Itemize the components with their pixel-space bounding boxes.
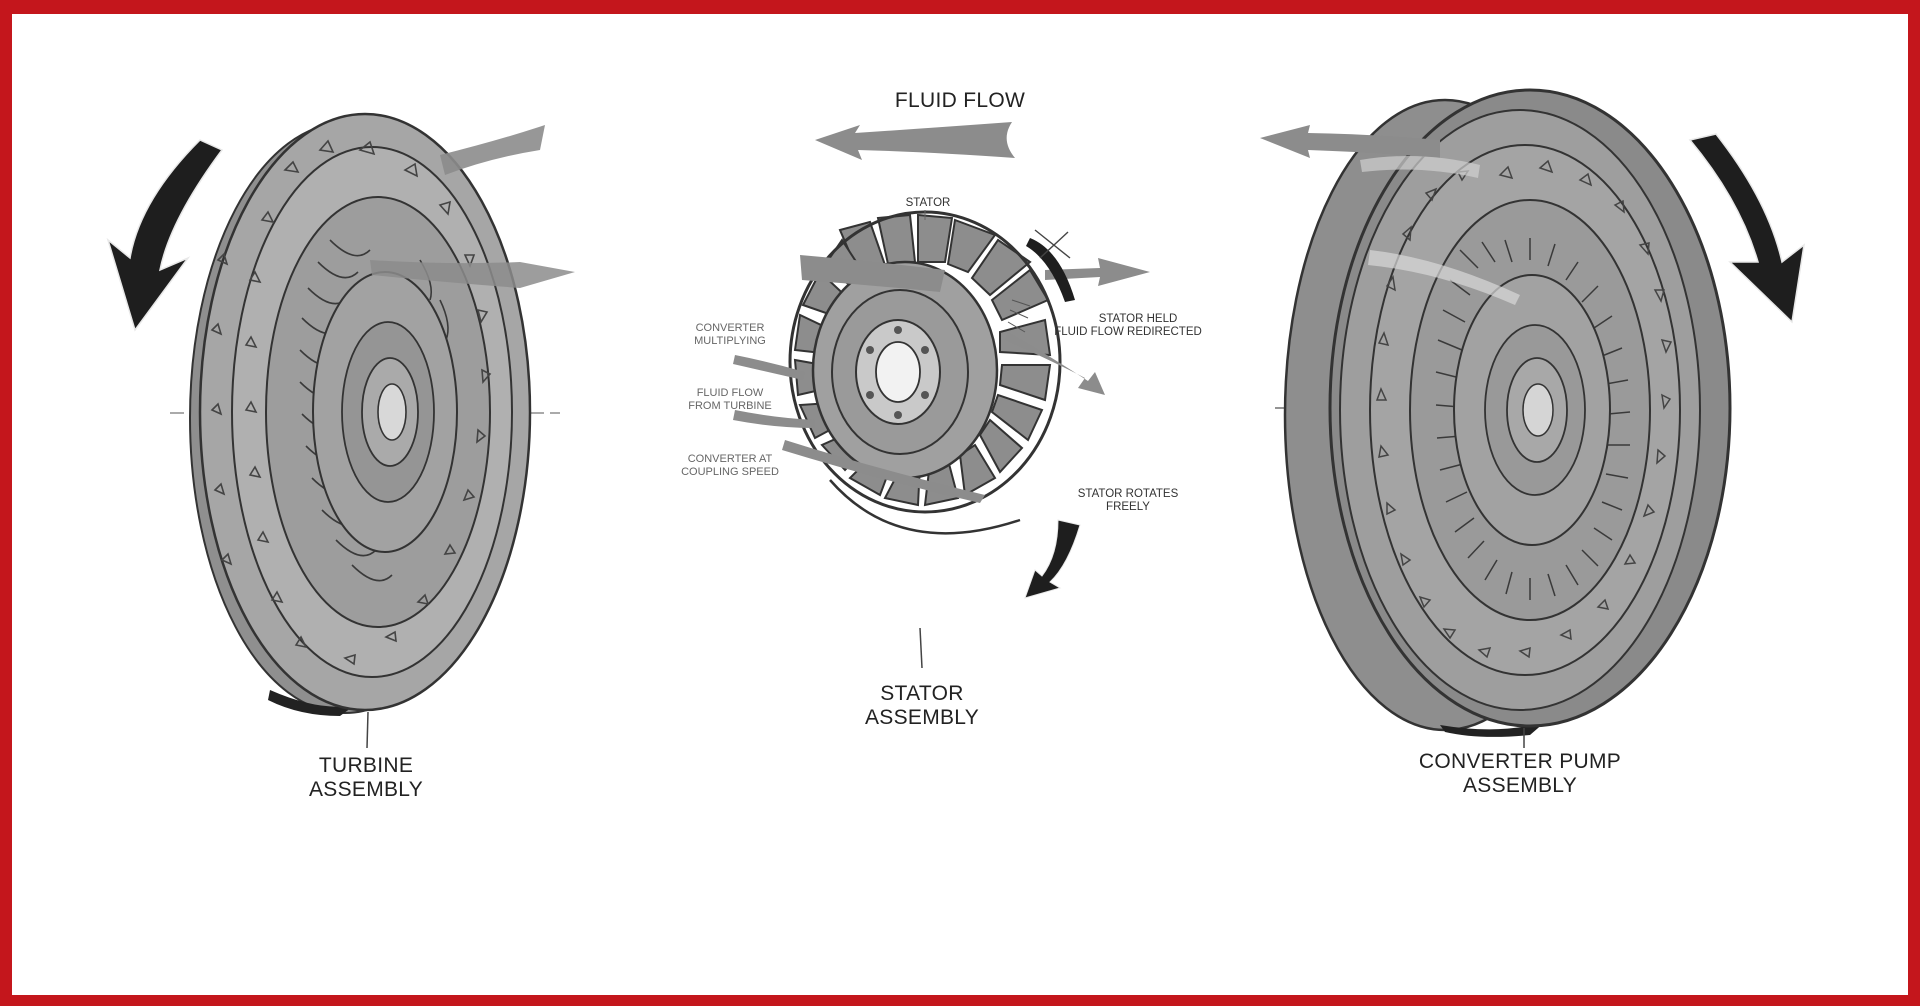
converter-multiplying-label-line1: CONVERTER bbox=[696, 322, 765, 334]
fluid-from-turbine-label-line2: FROM TURBINE bbox=[688, 400, 772, 412]
stator-rotates-label-line2: FREELY bbox=[1106, 501, 1150, 513]
turbine-flow-arrow-top bbox=[440, 125, 545, 175]
pump-assembly-label-line2: ASSEMBLY bbox=[1463, 774, 1577, 797]
stator-assembly-label-line1: STATOR bbox=[880, 682, 963, 705]
converter-multiplying-label-line2: MULTIPLYING bbox=[694, 335, 766, 347]
stator-assembly-label-line2: ASSEMBLY bbox=[865, 706, 979, 729]
turbine-flow-arrow-middle bbox=[370, 260, 575, 288]
stator-rotates-label-line1: STATOR ROTATES bbox=[1078, 488, 1179, 500]
stator-lock-mark bbox=[1034, 229, 1071, 259]
stator-held-burst bbox=[1007, 299, 1031, 333]
stator-rotates-arrow bbox=[1024, 519, 1081, 599]
stator-label: STATOR bbox=[906, 197, 951, 209]
converter-multiplying-arrow bbox=[733, 355, 805, 380]
stator-held-curve bbox=[1026, 238, 1075, 302]
coupling-speed-label-line2: COUPLING SPEED bbox=[681, 466, 779, 478]
coupling-speed-label-line1: CONVERTER AT bbox=[688, 453, 773, 465]
stator-input-flow-arrow bbox=[800, 255, 945, 292]
turbine-assembly-label-line1: TURBINE bbox=[319, 754, 413, 777]
turbine-assembly-label-line2: ASSEMBLY bbox=[309, 778, 423, 801]
coupling-speed-arrow bbox=[782, 440, 985, 503]
stator-held-label-line2: FLUID FLOW REDIRECTED bbox=[1054, 326, 1202, 338]
pump-flow-swoop-lower bbox=[1368, 250, 1520, 305]
stator-held-arrow bbox=[1045, 258, 1150, 286]
fluid-flow-arrow bbox=[815, 122, 1015, 160]
fluid-flow-label: FLUID FLOW bbox=[895, 89, 1025, 112]
stator-held-label-line1: STATOR HELD bbox=[1099, 313, 1178, 325]
fluid-from-turbine-arrow bbox=[733, 410, 815, 428]
turbine-rotation-arrow bbox=[106, 139, 224, 332]
pump-rotation-arrow bbox=[1688, 133, 1806, 324]
pump-flow-swoop-upper bbox=[1360, 156, 1480, 178]
redirected-flow-arrow bbox=[1005, 332, 1105, 395]
fluid-from-turbine-label-line1: FLUID FLOW bbox=[697, 387, 764, 399]
converter-pump-assembly-illustration bbox=[1275, 88, 1732, 748]
stator-assembly-illustration bbox=[788, 210, 1062, 669]
pump-assembly-label-line1: CONVERTER PUMP bbox=[1419, 750, 1621, 773]
turbine-assembly-illustration bbox=[170, 112, 560, 749]
pump-flow-arrow bbox=[1260, 125, 1440, 158]
